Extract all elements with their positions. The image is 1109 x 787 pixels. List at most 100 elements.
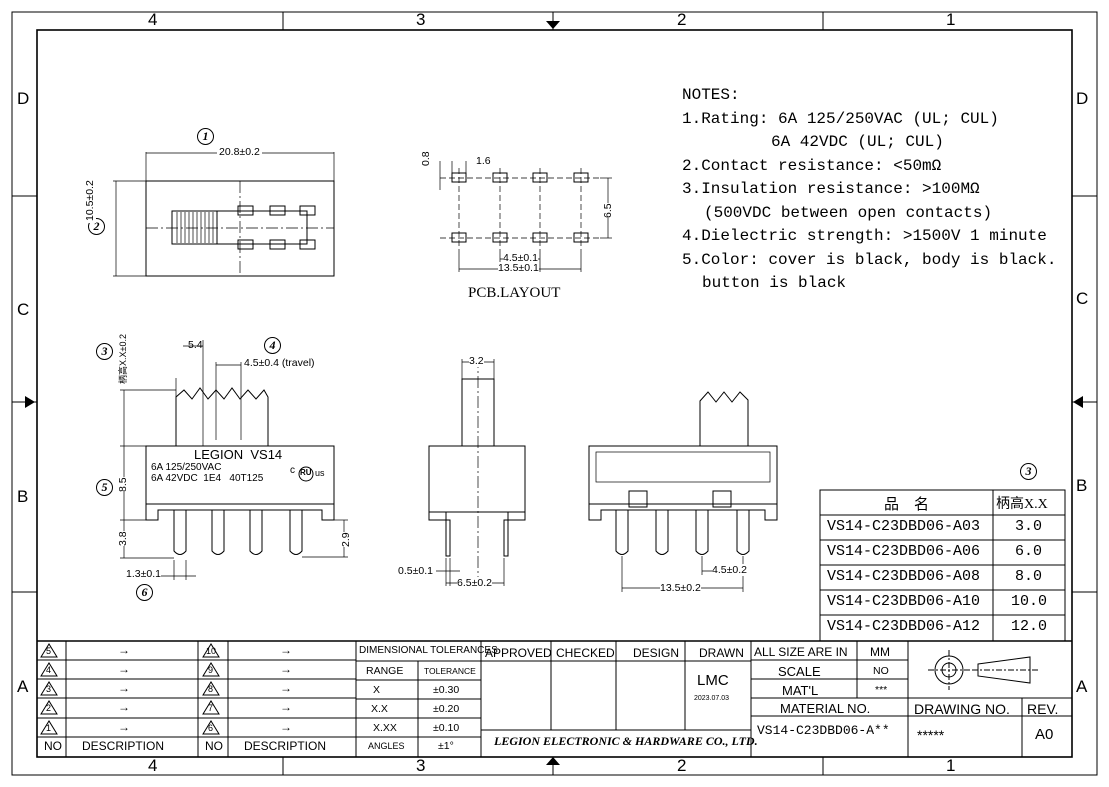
- rev-no: 10: [206, 646, 217, 656]
- note-line: 4.Dielectric strength: >1500V 1 minute: [682, 227, 1047, 245]
- notes-title: NOTES:: [682, 86, 740, 104]
- rev-no: 8: [208, 684, 214, 694]
- rev-col-desc: DESCRIPTION: [82, 739, 165, 753]
- pcb-dim-span: 13.5±0.1: [498, 262, 539, 274]
- side-dim-handle-width: 3.2: [469, 355, 484, 367]
- ul-mark-us: us: [315, 468, 325, 478]
- rev-col-desc: DESCRIPTION: [244, 739, 327, 753]
- rev-no: 1: [46, 723, 52, 733]
- note-line: 1.Rating: 6A 125/250VAC (UL; CUL): [682, 109, 999, 128]
- side-view: [428, 356, 526, 590]
- pcb-dim-pad-h: 0.8: [420, 151, 432, 166]
- rev-no: 9: [208, 665, 214, 675]
- ul-logo: [298, 466, 314, 482]
- pcb-dim-row-pitch: 6.5: [602, 203, 614, 218]
- tolerance-value: ±0.30: [433, 684, 460, 696]
- pcb-dim-col-pitch: 4.5±0.1: [503, 252, 538, 264]
- part-row-value: 6.0: [1015, 543, 1043, 560]
- side-dim-pin-thickness: 0.5±0.1: [398, 565, 433, 577]
- note-line: button is black: [702, 274, 847, 292]
- approval-approved: APPROVED: [485, 646, 552, 660]
- tolerance-value: ±0.10: [433, 722, 460, 734]
- part-table-header-name: 品 名: [884, 497, 930, 513]
- note-line: 2.Contact resistance: <50mΩ: [682, 156, 942, 175]
- rev-arrow: →: [118, 643, 130, 657]
- marking-line-1: 6A 125/250VAC: [151, 462, 222, 473]
- part-table-callout: 3: [1020, 463, 1037, 480]
- material-no-value: VS14-C23DBD06-A**: [757, 723, 890, 738]
- revision-triangle-icons: [40, 643, 220, 735]
- pcb-dim-pad-w: 1.6: [476, 155, 491, 167]
- dim-pin-width: 1.3±0.1: [126, 568, 161, 580]
- part-row-value: 10.0: [1011, 593, 1048, 610]
- note-line: 3.Insulation resistance: >100MΩ: [682, 180, 980, 198]
- rev-arrow: →: [280, 662, 292, 676]
- scale-label: SCALE: [778, 664, 821, 679]
- zone-row-c-left: C: [17, 300, 30, 319]
- tolerance-col-range: RANGE: [366, 665, 404, 677]
- scale-value: NO: [873, 665, 889, 677]
- rev-col-no: NO: [44, 739, 62, 753]
- rev-no: 4: [46, 665, 52, 675]
- zone-row-d-right: D: [1076, 89, 1089, 108]
- dim-handle-width: 5.4: [188, 339, 203, 351]
- zone-row-a-right: A: [1076, 677, 1088, 696]
- ul-mark-c: c: [290, 465, 295, 476]
- side-dim-pin-span: 6.5±0.2: [457, 577, 492, 589]
- rev-no: 5: [46, 646, 52, 656]
- units-value: MM: [870, 645, 890, 659]
- part-row-name: VS14-C23DBD06-A12: [827, 618, 981, 635]
- rev-arrow: →: [280, 643, 292, 657]
- callout-6: 6: [136, 584, 153, 601]
- marking-brand: LEGION VS14: [194, 447, 283, 462]
- rev-arrow: →: [118, 662, 130, 676]
- back-dim-span: 13.5±0.2: [660, 582, 701, 594]
- back-view: [588, 391, 778, 592]
- part-table-header-height: 柄高X.X: [996, 497, 1048, 512]
- zone-col-3-top: 3: [416, 10, 426, 29]
- part-row-name: VS14-C23DBD06-A08: [827, 568, 981, 585]
- approval-design: DESIGN: [633, 646, 680, 660]
- drawing-no-label: DRAWING NO.: [914, 701, 1010, 717]
- drawing-no-value: *****: [917, 727, 945, 743]
- part-row-value: 12.0: [1011, 618, 1048, 635]
- rev-arrow: →: [280, 700, 292, 714]
- tolerance-range: X: [373, 684, 381, 696]
- marking-line-2: 6A 42VDC 1E4 40T125: [151, 473, 264, 484]
- zone-row-b-left: B: [17, 487, 29, 506]
- zone-col-2-bottom: 2: [677, 756, 687, 775]
- zone-col-1-top: 1: [946, 10, 956, 29]
- tolerance-value: ±1°: [438, 740, 454, 752]
- matl-value: ***: [875, 684, 888, 696]
- pcb-layout-label: PCB.LAYOUT: [468, 285, 561, 301]
- tolerance-range: X.X: [371, 703, 388, 715]
- dim-width: 20.8±0.2: [217, 146, 262, 158]
- rev-arrow: →: [118, 681, 130, 695]
- top-view: [113, 152, 335, 277]
- zone-col-3-bottom: 3: [416, 756, 426, 775]
- matl-label: MAT'L: [782, 683, 819, 698]
- dim-side: 2.9: [340, 532, 352, 547]
- zone-col-4-bottom: 4: [148, 756, 158, 775]
- zone-row-b-right: B: [1076, 476, 1088, 495]
- material-no-label: MATERIAL NO.: [780, 701, 871, 716]
- tolerance-value: ±0.20: [433, 703, 460, 715]
- zone-row-a-left: A: [17, 677, 29, 696]
- projection-symbol-icon: [928, 650, 1040, 690]
- callout-4: 4: [264, 337, 281, 354]
- zone-row-c-right: C: [1076, 289, 1089, 308]
- tolerance-col-tol: TOLERANCE: [424, 666, 476, 676]
- tolerance-range: ANGLES: [368, 741, 405, 751]
- rev-no: 6: [208, 723, 214, 733]
- part-row-value: 8.0: [1015, 568, 1043, 585]
- units-label: ALL SIZE ARE IN: [754, 645, 848, 659]
- rev-no: 3: [46, 684, 52, 694]
- rev-arrow: →: [280, 681, 292, 695]
- outer-border: [11, 11, 1098, 776]
- ul-mark-ru: RU: [300, 468, 312, 477]
- callout-3: 3: [96, 343, 113, 360]
- zone-row-d-left: D: [17, 89, 30, 108]
- note-line: (500VDC between open contacts): [704, 203, 993, 222]
